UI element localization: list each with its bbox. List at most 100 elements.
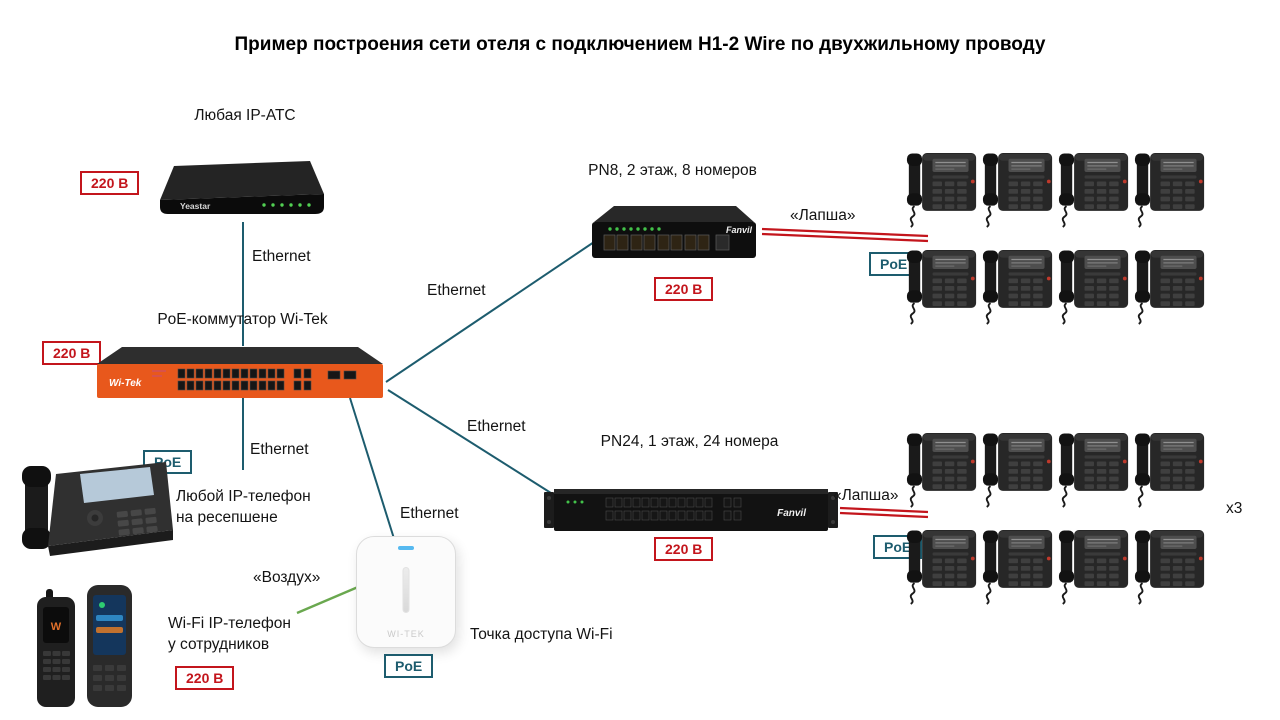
wifi-phones-power-badge: 220 В <box>175 666 235 690</box>
wifi-handset1-screen <box>43 607 69 643</box>
ethernet-label-pn8: Ethernet <box>427 282 486 299</box>
wire-lapsha-pn24-b <box>839 511 929 519</box>
reception-nav-center <box>91 514 99 522</box>
wifi-access-point-device: WI-TEK <box>356 536 456 648</box>
ip-phone-icon <box>1134 247 1206 327</box>
pn24-brand-label: Fanvil <box>777 508 806 519</box>
reception-label-line2: на ресепшене <box>176 509 278 526</box>
ethernet-label-pn24: Ethernet <box>467 418 526 435</box>
pn8-brand-label: Fanvil <box>726 225 753 235</box>
lapsha-label-pn24: «Лапша» <box>833 487 899 504</box>
core-switch-brand-label: Wi-Tek <box>109 378 142 389</box>
phone-group-multiplier: x3 <box>1226 500 1243 517</box>
ip-phone-icon <box>1058 527 1130 607</box>
ip-phone-icon <box>906 247 978 327</box>
ip-phone-icon <box>906 430 978 510</box>
wifi-handset2-screen <box>93 595 126 655</box>
pbx-brand-label: Yeastar <box>180 201 211 211</box>
ip-phone-icon <box>1134 527 1206 607</box>
wifi-handset1-keys <box>43 651 70 680</box>
reception-label: Любой IP-телефон на ресепшене <box>176 486 311 528</box>
wire-switch-to-pn24 <box>387 389 563 501</box>
reception-phone-device <box>22 462 173 556</box>
pn24-uplink-ports <box>723 497 742 521</box>
core-switch-print <box>152 370 166 377</box>
pn8-uplink-port <box>715 234 730 251</box>
ip-phone-icon <box>1134 430 1206 510</box>
core-switch-label: PoE-коммутатор Wi-Tek <box>157 311 328 328</box>
pn8-label: PN8, 2 этаж, 8 номеров <box>588 162 757 179</box>
core-switch-top <box>97 347 383 364</box>
poe-badge-ap: PoE <box>384 654 434 678</box>
pn8-ports <box>603 234 710 251</box>
ip-phone-icon <box>906 150 978 230</box>
ip-phone-icon <box>906 527 978 607</box>
pbx-device: Yeastar <box>160 161 324 214</box>
wifi-handset2-icon3 <box>96 627 123 633</box>
pbx-power-badge: 220 В <box>80 171 140 195</box>
reception-body-base <box>48 530 173 556</box>
ethernet-label-reception: Ethernet <box>250 441 309 458</box>
wire-switch-to-pn8 <box>385 237 601 383</box>
pbx-label: Любая IP-АТС <box>194 107 296 124</box>
wire-switch-to-ap <box>349 397 397 546</box>
pn24-led-row <box>566 500 584 504</box>
pn24-label: PN24, 1 этаж, 24 номера <box>600 433 779 450</box>
ethernet-label-ap: Ethernet <box>400 505 459 522</box>
pn24-ear-holes <box>547 496 835 524</box>
reception-label-line1: Любой IP-телефон <box>176 488 311 505</box>
pn24-body <box>554 489 828 531</box>
pn8-top <box>594 206 754 222</box>
ap-status-led <box>398 546 414 550</box>
phone-group-floor1 <box>906 430 1206 607</box>
ip-phone-icon <box>1058 430 1130 510</box>
reception-screen <box>80 467 154 503</box>
core-switch-device: Wi-Tek <box>97 347 383 398</box>
pbx-front <box>160 194 324 214</box>
pn24-power-badge: 220 В <box>654 537 714 561</box>
pn8-led-row <box>608 227 661 231</box>
wire-lapsha-pn8-a <box>761 227 929 238</box>
ap-brand-label: WI-TEK <box>387 629 425 639</box>
diagram-title: Пример построения сети отеля с подключен… <box>234 34 1046 55</box>
reception-handset-ear <box>22 466 51 487</box>
ip-phone-icon <box>982 430 1054 510</box>
pn24-top-edge <box>554 489 828 494</box>
wire-lapsha-pn8-b <box>761 232 929 243</box>
ip-phone-icon <box>982 527 1054 607</box>
wifi-handset2-icon2 <box>96 615 123 621</box>
wire-lapsha-pn24-a <box>839 506 929 514</box>
ip-phone-icon <box>982 247 1054 327</box>
ap-vent <box>402 567 410 613</box>
pn24-device: Fanvil <box>544 489 838 531</box>
ap-label: Точка доступа Wi-Fi <box>470 626 613 643</box>
ethernet-label-pbx: Ethernet <box>252 248 311 265</box>
lapsha-label-pn8: «Лапша» <box>790 207 856 224</box>
wifi-handset2-icon1 <box>99 602 105 608</box>
ip-phone-icon <box>1134 150 1206 230</box>
wire-air-wifi <box>296 585 359 615</box>
wifi-handset2-keys <box>93 665 126 691</box>
wifi-phones-label-line2: у сотрудников <box>168 636 270 653</box>
wifi-phones-label: Wi-Fi IP-телефон у сотрудников <box>168 613 291 655</box>
wifi-handsets-device: W <box>37 585 132 707</box>
ip-phone-icon <box>982 150 1054 230</box>
wifi-phones-label-line1: Wi-Fi IP-телефон <box>168 615 291 632</box>
core-switch-power-badge: 220 В <box>42 341 102 365</box>
reception-handset <box>25 470 48 546</box>
reception-keypad <box>116 507 158 536</box>
pn24-rack-ears <box>544 492 838 528</box>
phone-group-floor2 <box>906 150 1206 327</box>
pbx-top <box>160 161 324 200</box>
ip-phone-icon <box>1058 150 1130 230</box>
pbx-led-row <box>262 203 311 207</box>
vozduh-label: «Воздух» <box>253 569 321 586</box>
pn8-power-badge: 220 В <box>654 277 714 301</box>
wifi-handset1-logo: W <box>51 621 62 633</box>
core-switch-uplink-ports <box>293 368 357 391</box>
pn8-device: Fanvil <box>592 206 756 258</box>
reception-handset-mic <box>22 528 51 549</box>
ip-phone-icon <box>1058 247 1130 327</box>
